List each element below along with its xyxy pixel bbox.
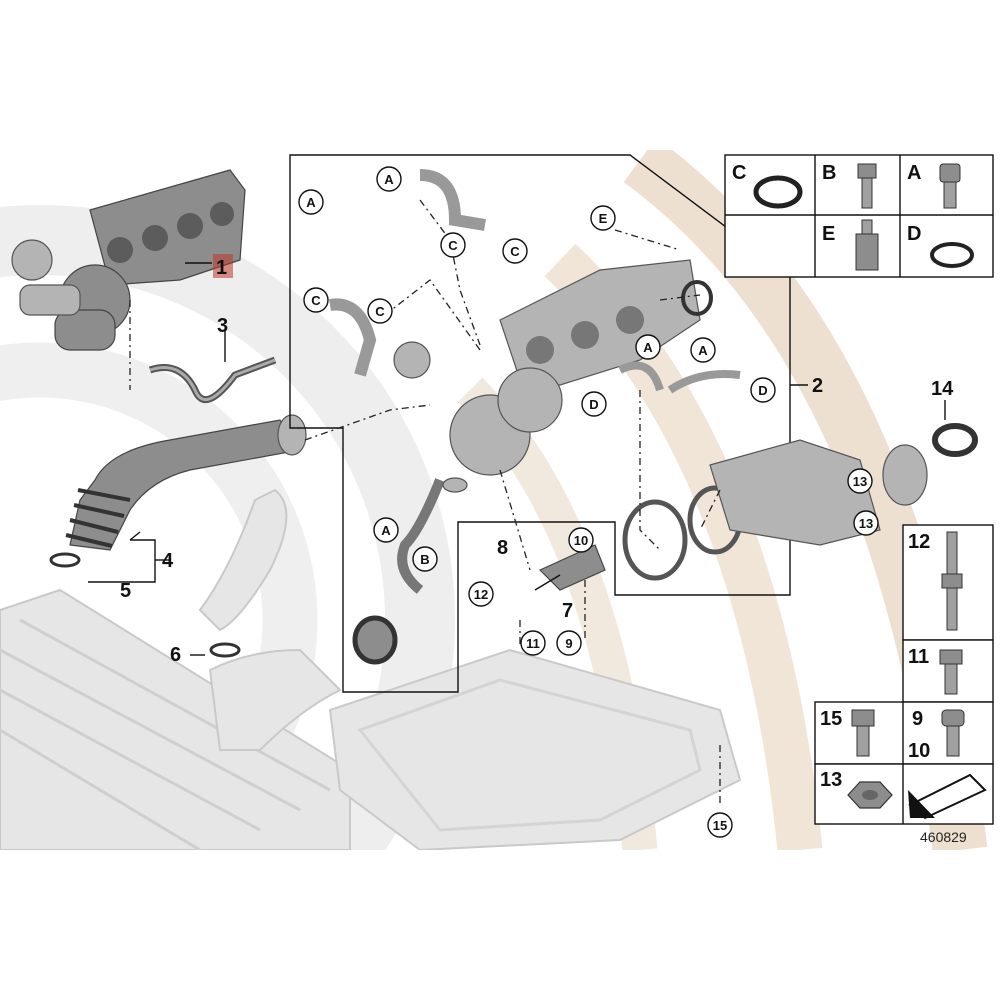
- svg-text:A: A: [643, 340, 653, 355]
- bolt-15-icon: [851, 709, 875, 757]
- bolt-11-icon: [939, 649, 963, 695]
- ghost-heat-shield: [328, 648, 742, 850]
- catalytic-converter: [709, 439, 928, 546]
- svg-text:11: 11: [526, 636, 540, 651]
- svg-text:B: B: [420, 552, 429, 567]
- hex-bolt-b-icon: [857, 163, 877, 209]
- callout-7: 7: [562, 600, 573, 622]
- oil-line-part-3: [148, 356, 277, 403]
- callout-9: 9: [556, 630, 582, 656]
- callout-14: 14: [931, 378, 954, 400]
- socket-bolt-a-icon: [939, 163, 961, 209]
- svg-text:A: A: [306, 195, 316, 210]
- svg-text:12: 12: [474, 587, 488, 602]
- letter-a-3: A: [635, 334, 661, 360]
- reference-number: 460829: [920, 829, 967, 845]
- fastener-legend-top: C B A E D: [724, 154, 994, 278]
- dashed-leaders: [129, 199, 721, 805]
- svg-text:12: 12: [908, 531, 930, 553]
- o-ring-d-icon: [930, 242, 974, 268]
- svg-text:A: A: [381, 523, 391, 538]
- o-ring-c-icon: [753, 175, 803, 209]
- letter-a-4: A: [690, 337, 716, 363]
- svg-text:D: D: [758, 383, 767, 398]
- callout-1: 1: [213, 254, 233, 279]
- svg-text:1: 1: [216, 257, 227, 279]
- letter-c-3: C: [303, 287, 329, 313]
- callout-12: 12: [468, 581, 494, 607]
- svg-text:E: E: [599, 211, 608, 226]
- direction-arrow-icon: [908, 773, 987, 820]
- letter-a-1: A: [298, 189, 324, 215]
- svg-text:10: 10: [908, 740, 930, 762]
- svg-text:B: B: [822, 162, 836, 184]
- letter-d-1: D: [581, 391, 607, 417]
- svg-text:D: D: [589, 397, 598, 412]
- callout-6: 6: [170, 644, 181, 666]
- stud-12-icon: [941, 531, 963, 631]
- callout-2: 2: [812, 375, 823, 397]
- ghost-intercooler: [0, 588, 351, 850]
- oil-return-pipe-exploded: [397, 477, 468, 594]
- svg-text:10: 10: [574, 533, 588, 548]
- svg-text:9: 9: [565, 636, 572, 651]
- callout-10: 10: [568, 527, 594, 553]
- svg-text:E: E: [822, 223, 835, 245]
- svg-text:D: D: [907, 223, 921, 245]
- svg-text:C: C: [510, 244, 520, 259]
- intake-hose-part-4: [65, 414, 307, 551]
- callout-13-upper: 13: [847, 468, 873, 494]
- letter-a-2: A: [376, 166, 402, 192]
- svg-text:13: 13: [853, 474, 867, 489]
- svg-text:A: A: [907, 162, 921, 184]
- water-pipes-exploded: [329, 169, 741, 394]
- turbo-manifold-assembly-part-1: [11, 169, 246, 351]
- letter-d-2: D: [750, 377, 776, 403]
- svg-text:C: C: [311, 293, 321, 308]
- callout-11: 11: [520, 630, 546, 656]
- callout-8: 8: [497, 537, 508, 559]
- solid-leaders: [88, 262, 946, 656]
- letter-c-1: C: [440, 232, 466, 258]
- callout-3: 3: [217, 315, 228, 337]
- letter-a-5: A: [373, 517, 399, 543]
- fastener-legend-bottom: 12 11 15 9 10 13: [814, 524, 994, 825]
- ghost-intake-pipe: [198, 488, 342, 751]
- o-ring-part-6: [209, 642, 241, 658]
- svg-text:13: 13: [859, 516, 873, 531]
- callout-5: 5: [120, 580, 131, 602]
- svg-text:13: 13: [820, 769, 842, 791]
- turbocharger-exploded: [393, 259, 701, 476]
- callout-13-lower: 13: [853, 510, 879, 536]
- svg-text:C: C: [448, 238, 458, 253]
- clamp-part-14: [932, 423, 978, 457]
- sleeve-exploded: [352, 615, 398, 665]
- o-ring-part-5: [49, 552, 81, 568]
- svg-text:15: 15: [713, 818, 727, 833]
- svg-text:A: A: [384, 172, 394, 187]
- turbocharger-parts-diagram: 1 2 3 4 5 6 7 8 14 10 12 11 9 13 13 15 A: [0, 150, 994, 850]
- callout-4: 4: [162, 550, 174, 572]
- letter-c-2: C: [502, 238, 528, 264]
- svg-text:11: 11: [908, 646, 929, 668]
- callout-15: 15: [707, 812, 733, 838]
- letter-b-1: B: [412, 546, 438, 572]
- svg-text:9: 9: [912, 708, 923, 730]
- letter-c-4: C: [367, 298, 393, 324]
- bracket-part-7: [538, 544, 606, 591]
- svg-text:C: C: [375, 304, 385, 319]
- svg-text:15: 15: [820, 708, 842, 730]
- bolt-9-10-icon: [941, 709, 965, 757]
- svg-text:C: C: [732, 162, 746, 184]
- svg-text:A: A: [698, 343, 708, 358]
- letter-e-1: E: [590, 205, 616, 231]
- hex-nut-13-icon: [847, 781, 893, 809]
- stud-e-icon: [855, 219, 879, 271]
